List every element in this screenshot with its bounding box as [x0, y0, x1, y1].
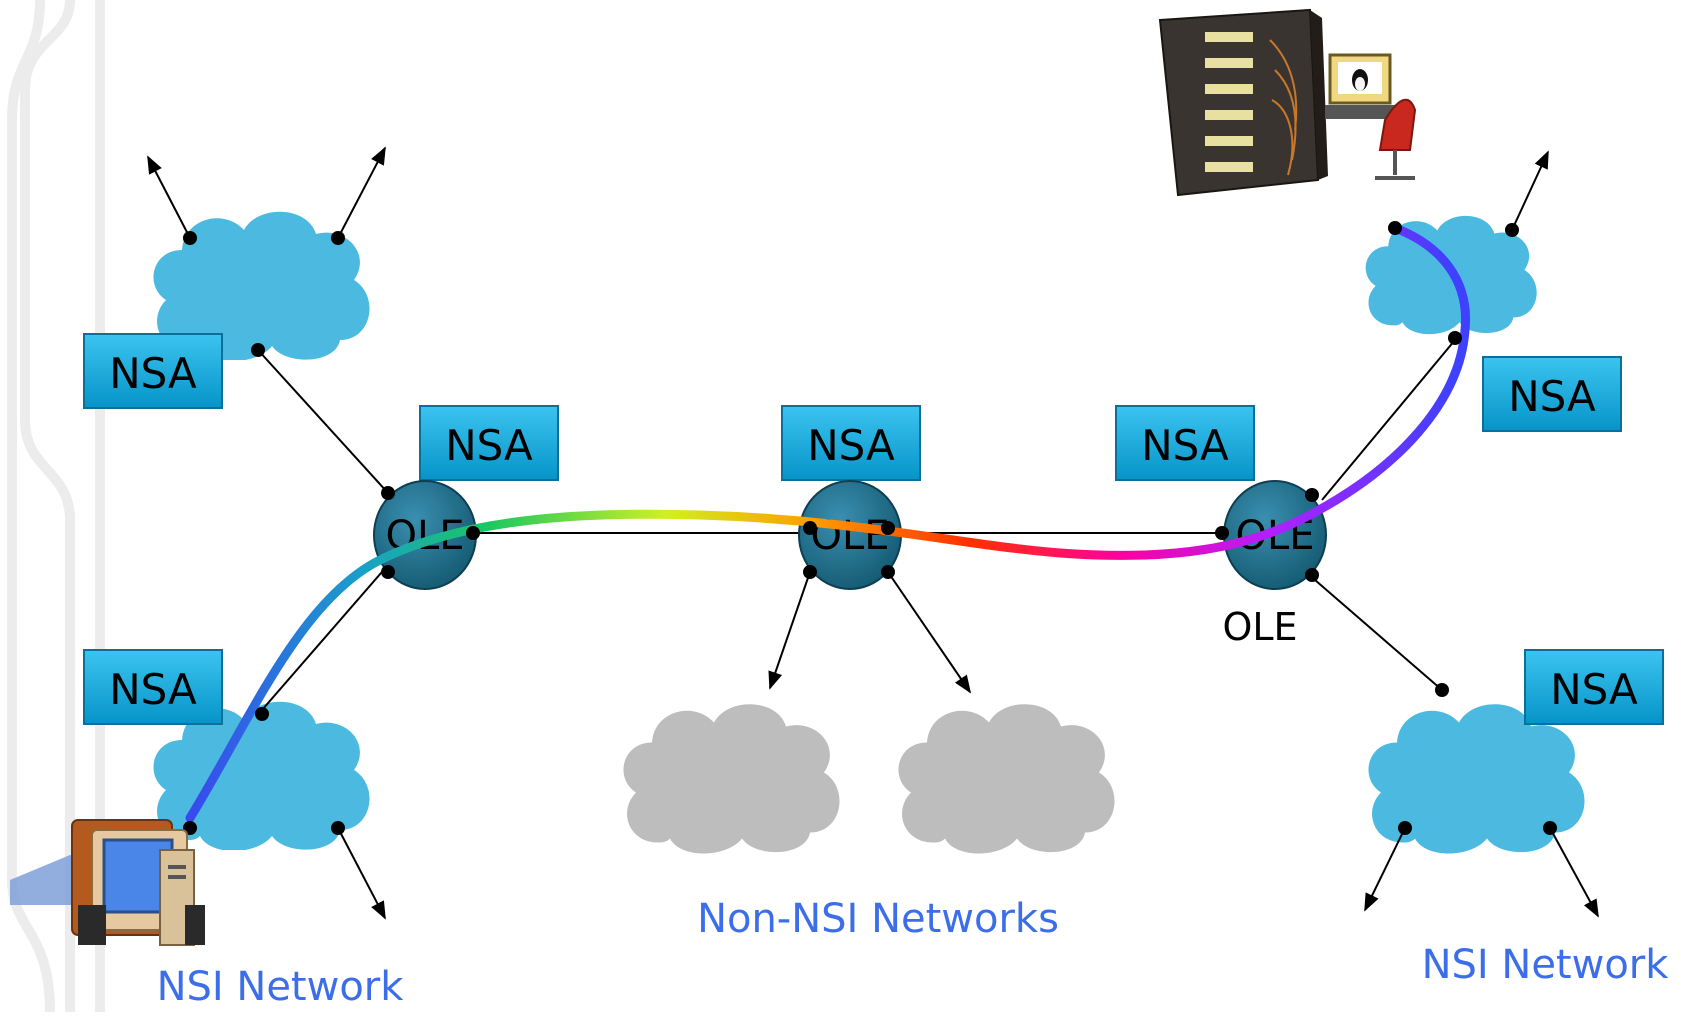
nsa-label: NSA — [445, 421, 533, 470]
nsi-network-caption-left: NSI Network — [157, 964, 405, 1010]
nsa-ole-middle: NSA — [781, 405, 921, 481]
nsi-network-caption-right: NSI Network — [1422, 942, 1670, 988]
non-nsi-cloud-1 — [623, 704, 840, 854]
desktop-computer-icon — [10, 819, 205, 946]
ole-caption: OLE — [1222, 605, 1297, 649]
nsa-label: NSA — [1508, 372, 1596, 421]
nsa-label: NSA — [109, 349, 197, 398]
connection-points — [183, 221, 1557, 835]
nsa-label: NSA — [807, 421, 895, 470]
nsa-bottom-left: NSA — [83, 649, 223, 725]
nsa-label: NSA — [1141, 421, 1229, 470]
nsa-label: NSA — [109, 665, 197, 714]
nsa-ole-left: NSA — [419, 405, 559, 481]
nsa-label: NSA — [1550, 665, 1638, 714]
nsa-top-right: NSA — [1482, 356, 1622, 432]
server-rack-workstation-icon — [1158, 8, 1417, 197]
non-nsi-cloud-2 — [898, 704, 1115, 854]
end-to-end-connection-path — [185, 223, 1471, 823]
nsa-ole-right: NSA — [1115, 405, 1255, 481]
nsa-top-left: NSA — [83, 333, 223, 409]
non-nsi-networks-caption: Non-NSI Networks — [697, 896, 1059, 942]
nsa-bottom-right: NSA — [1524, 649, 1664, 725]
